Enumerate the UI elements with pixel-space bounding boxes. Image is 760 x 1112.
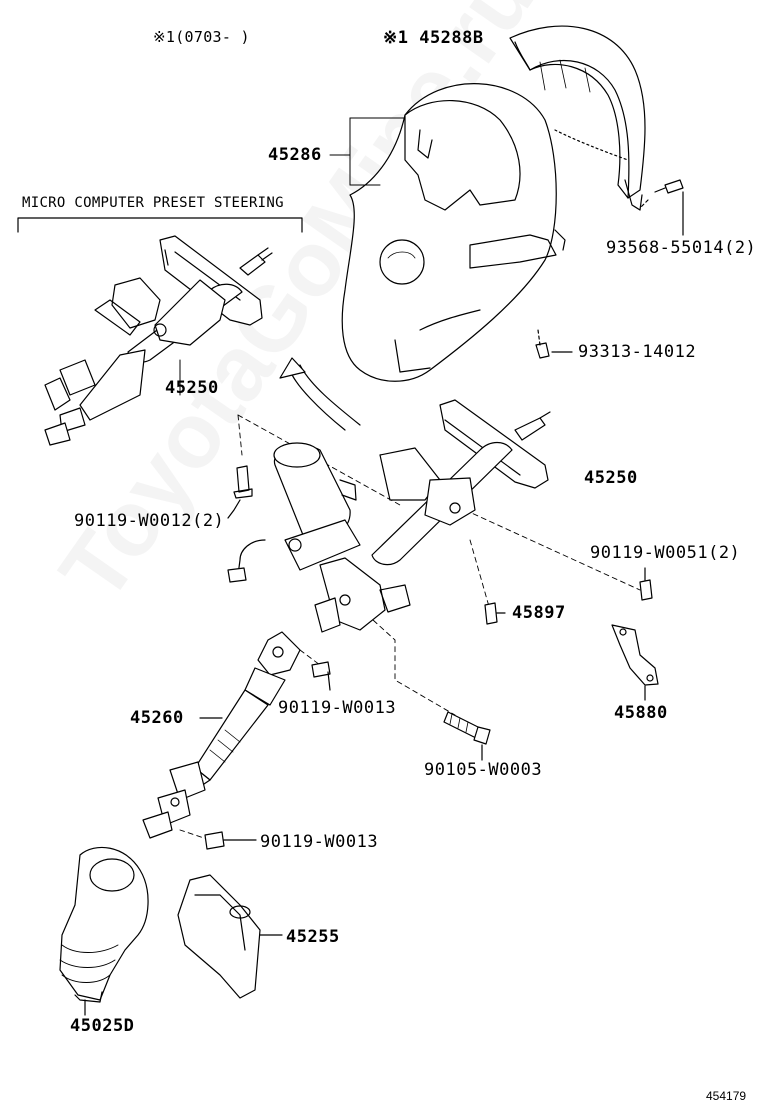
label-45250-top[interactable]: 45250 (165, 378, 219, 398)
column-hole-cover-45025D (59, 846, 149, 1016)
label-90119-W0013-upper[interactable]: 90119-W0013 (278, 698, 397, 718)
intermediate-shaft-45260 (142, 631, 301, 839)
screw-93568-55014 (639, 179, 684, 236)
bracket-45880 (611, 624, 659, 701)
screw-93313-14012 (535, 329, 573, 359)
label-45897[interactable]: 45897 (512, 603, 566, 623)
steering-column-45250-main (227, 399, 551, 633)
label-93313-14012[interactable]: 93313-14012 (578, 342, 697, 362)
label-93568-55014[interactable]: 93568-55014(2) (606, 238, 757, 258)
label-45025D[interactable]: 45025D (70, 1016, 135, 1036)
label-45260[interactable]: 45260 (130, 708, 184, 728)
leader-45286 (329, 117, 406, 186)
upper-column-cover-45288B (509, 25, 646, 211)
arrow-icon (279, 357, 361, 431)
bolt-90119-W0013-upper (311, 661, 331, 691)
label-90119-W0051[interactable]: 90119-W0051(2) (590, 543, 741, 563)
label-45880[interactable]: 45880 (614, 703, 668, 723)
label-90105-W0003[interactable]: 90105-W0003 (424, 760, 543, 780)
label-45250-main[interactable]: 45250 (584, 468, 638, 488)
label-45255[interactable]: 45255 (286, 927, 340, 947)
note-date-range: ※1(0703- ) (153, 28, 250, 46)
figure-number: 454179 (706, 1089, 747, 1103)
bolt-90105-W0003 (443, 711, 491, 761)
label-45288B[interactable]: ※1 45288B (383, 28, 484, 48)
label-90119-W0013-lower[interactable]: 90119-W0013 (260, 832, 379, 852)
label-90119-W0012[interactable]: 90119-W0012(2) (74, 511, 225, 531)
bolt-90119-W0051 (639, 567, 653, 601)
variant-bracket (17, 217, 303, 233)
bolt-45897 (484, 602, 506, 625)
hole-cover-45255 (177, 874, 283, 999)
lower-column-cover-45286 (341, 83, 566, 382)
note-variant-heading: MICRO COMPUTER PRESET STEERING (22, 195, 284, 211)
label-45286[interactable]: 45286 (268, 145, 322, 165)
steering-column-45250-top (44, 235, 273, 446)
bolt-90119-W0013-lower (204, 831, 257, 850)
bolt-90119-W0012 (227, 465, 253, 519)
